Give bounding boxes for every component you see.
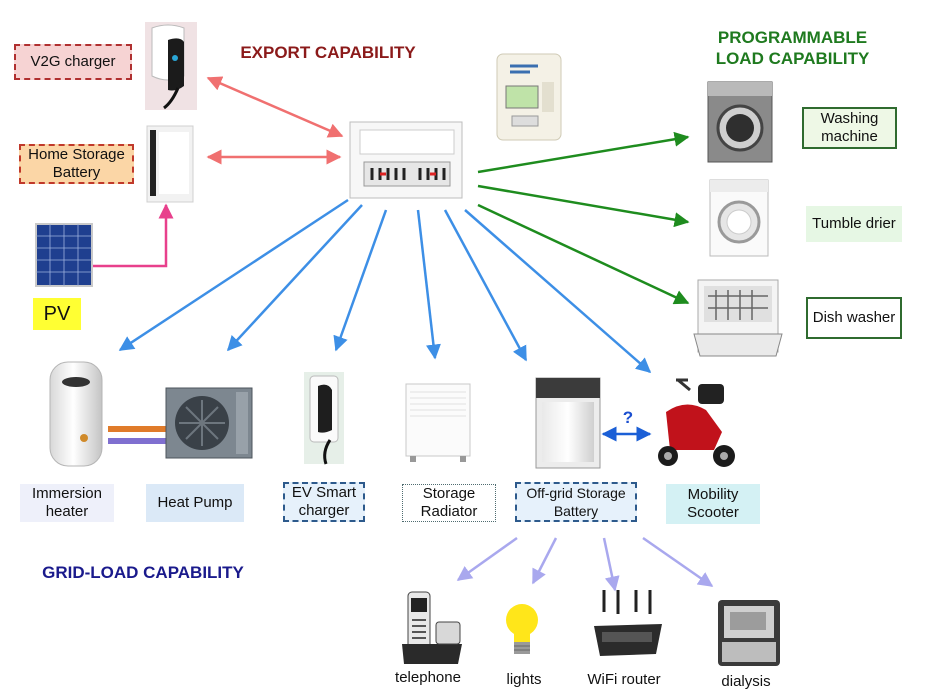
arrow-dish (477, 203, 690, 305)
label-heat-pump-text: Heat Pump (157, 494, 233, 511)
arrow-radiator (416, 209, 441, 360)
label-v2g-charger: V2G charger (14, 44, 132, 80)
ev-charger-icon (304, 372, 344, 465)
arrow-v2g (206, 76, 344, 138)
label-lights: lights (506, 671, 542, 688)
arrow-lights (531, 537, 558, 585)
arrow-pv (92, 203, 174, 268)
label-mobility-line2: Scooter (687, 504, 739, 521)
label-dish-text: Dish washer (812, 309, 896, 326)
telephone-icon (402, 591, 462, 664)
heading-grid-load: GRID-LOAD CAPABILITY (42, 563, 244, 582)
solar-panel-icon (35, 223, 93, 287)
immersion-heater-icon (49, 361, 166, 467)
label-immersion-line1: Immersion (31, 485, 102, 502)
question-mark: ? (622, 408, 634, 427)
arrow-immersion (118, 198, 349, 352)
mobility-scooter-icon (658, 378, 735, 467)
heading-export: EXPORT CAPABILITY (240, 43, 416, 62)
label-immersion-heater: Immersion heater (20, 484, 114, 522)
arrow-scooter (464, 209, 652, 373)
label-pv-text: PV (43, 303, 71, 325)
label-washing-machine: Washing machine (802, 107, 897, 149)
dishwasher-icon (693, 279, 783, 357)
label-offgrid-line2: Battery (553, 503, 599, 519)
smart-meter-icon (496, 53, 562, 141)
arrow-telephone (456, 536, 518, 582)
v2g-charger-icon (145, 22, 197, 110)
grid-load-arrows (118, 198, 652, 442)
storage-radiator-icon (405, 383, 471, 462)
lightbulb-icon (506, 604, 538, 654)
label-home-storage-line2: Battery (52, 164, 101, 181)
arrow-ev (333, 209, 388, 352)
dialysis-machine-icon (718, 600, 780, 666)
label-telephone: telephone (395, 669, 461, 686)
label-dish-washer: Dish washer (806, 297, 902, 339)
label-ev-line1: EV Smart (291, 484, 357, 501)
washing-machine-icon (707, 81, 773, 163)
label-home-storage-battery: Home Storage Battery (19, 144, 134, 184)
label-mobility-scooter: Mobility Scooter (666, 484, 760, 524)
label-pv: PV (33, 298, 81, 330)
label-dialysis: dialysis (721, 673, 771, 690)
label-washing-line2: machine (821, 128, 878, 145)
arrow-offgrid (443, 209, 528, 362)
arrow-tumble (477, 184, 690, 228)
arrow-heatpump (226, 204, 363, 352)
label-offgrid-storage-battery: Off-grid Storage Battery (515, 482, 637, 522)
label-storage-radiator-line2: Radiator (420, 503, 478, 520)
label-mobility-line1: Mobility (687, 486, 739, 503)
label-heat-pump: Heat Pump (146, 484, 244, 522)
offgrid-battery-icon (535, 377, 601, 469)
label-ev-smart-charger: EV Smart charger (283, 482, 365, 522)
arrow-wifi (602, 537, 620, 592)
critical-load-arrows (456, 536, 714, 592)
label-storage-radiator: Storage Radiator (402, 484, 496, 522)
label-storage-radiator-line1: Storage (422, 485, 476, 502)
tumble-drier-icon (709, 179, 769, 257)
label-home-storage-line1: Home Storage (28, 146, 125, 163)
label-tumble-drier: Tumble drier (806, 206, 902, 242)
programmable-arrows (477, 131, 690, 305)
export-arrows (92, 76, 344, 268)
arrow-dialysis (642, 536, 714, 588)
heading-programmable-line2: LOAD CAPABILITY (715, 49, 870, 68)
label-washing-line1: Washing (820, 110, 879, 127)
heat-pump-icon (165, 387, 253, 459)
label-tumble-text: Tumble drier (812, 215, 896, 232)
label-ev-line2: charger (298, 502, 350, 519)
wifi-router-icon (594, 590, 662, 656)
label-wifi-router: WiFi router (587, 671, 661, 688)
heading-programmable-line1: PROGRAMMABLE (717, 28, 868, 47)
label-v2g-text: V2G charger (30, 53, 116, 70)
home-battery-icon (146, 125, 194, 203)
label-immersion-line2: heater (45, 503, 89, 520)
consumer-unit-icon (349, 121, 463, 199)
label-offgrid-line1: Off-grid Storage (526, 485, 626, 501)
arrow-washing (477, 131, 690, 174)
